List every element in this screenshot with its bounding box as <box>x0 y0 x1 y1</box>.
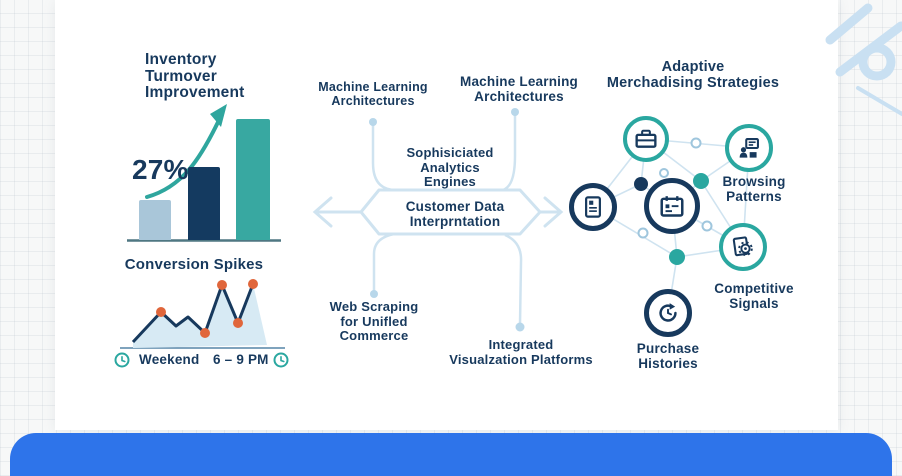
clock-icon <box>273 352 289 368</box>
connector-dots <box>369 108 525 332</box>
bar-high <box>236 119 270 240</box>
clock-icon <box>114 352 130 368</box>
refresh-node <box>644 289 692 337</box>
document-node <box>569 183 617 231</box>
purchase-histories-label: Purchase Histories <box>636 341 700 371</box>
presentation-node <box>725 124 773 172</box>
browsing-patterns-label: Browsing Patterns <box>722 174 786 204</box>
gear-document-icon <box>732 236 753 257</box>
hexagon-arrows <box>312 196 564 228</box>
visualization-platforms-label: Integrated Visualzation Platforms <box>449 337 593 367</box>
customer-data-label: Customer Data Interprntation <box>405 199 505 229</box>
ml-architectures-right-label: Machine Learning Architectures <box>460 74 578 104</box>
conversion-dot <box>248 279 258 289</box>
conversion-dot <box>156 307 166 317</box>
document-icon <box>585 196 601 218</box>
time-range-label: 6 – 9 PM <box>213 352 269 367</box>
refresh-icon <box>659 303 677 322</box>
network-junction-dots <box>634 137 713 265</box>
circuit-decoration <box>825 3 902 116</box>
briefcase-icon <box>635 129 657 148</box>
conversion-dot <box>217 280 227 290</box>
inventory-bar-chart <box>139 119 271 240</box>
adaptive-strategies-title: Adaptive Merchadising Strategies <box>606 59 780 91</box>
competitive-signals-label: Competitive Signals <box>714 281 794 311</box>
web-scraping-label: Web Scraping for Unifled Commerce <box>329 299 419 343</box>
analytics-engines-label: Sophisiciated Analytics Engines <box>406 145 494 189</box>
conversion-title: Conversion Spikes <box>124 256 264 273</box>
conversion-area <box>133 284 267 348</box>
percentage-label: 27% <box>132 154 189 185</box>
ml-architectures-left-label: Machine Learning Architectures <box>318 80 428 108</box>
inventory-title: Inventory Turmover Improvement <box>145 51 245 101</box>
conversion-dots <box>156 279 258 338</box>
calendar-node <box>644 178 700 234</box>
conversion-dot <box>200 328 210 338</box>
briefcase-node <box>623 116 669 162</box>
presentation-icon <box>739 138 759 158</box>
bar-mid <box>188 167 220 240</box>
bottom-banner <box>10 433 892 476</box>
calendar-icon <box>660 196 684 217</box>
weekend-label: Weekend <box>139 352 200 367</box>
gear-document-node <box>719 223 767 271</box>
conversion-dot <box>233 318 243 328</box>
bar-low <box>139 200 171 240</box>
